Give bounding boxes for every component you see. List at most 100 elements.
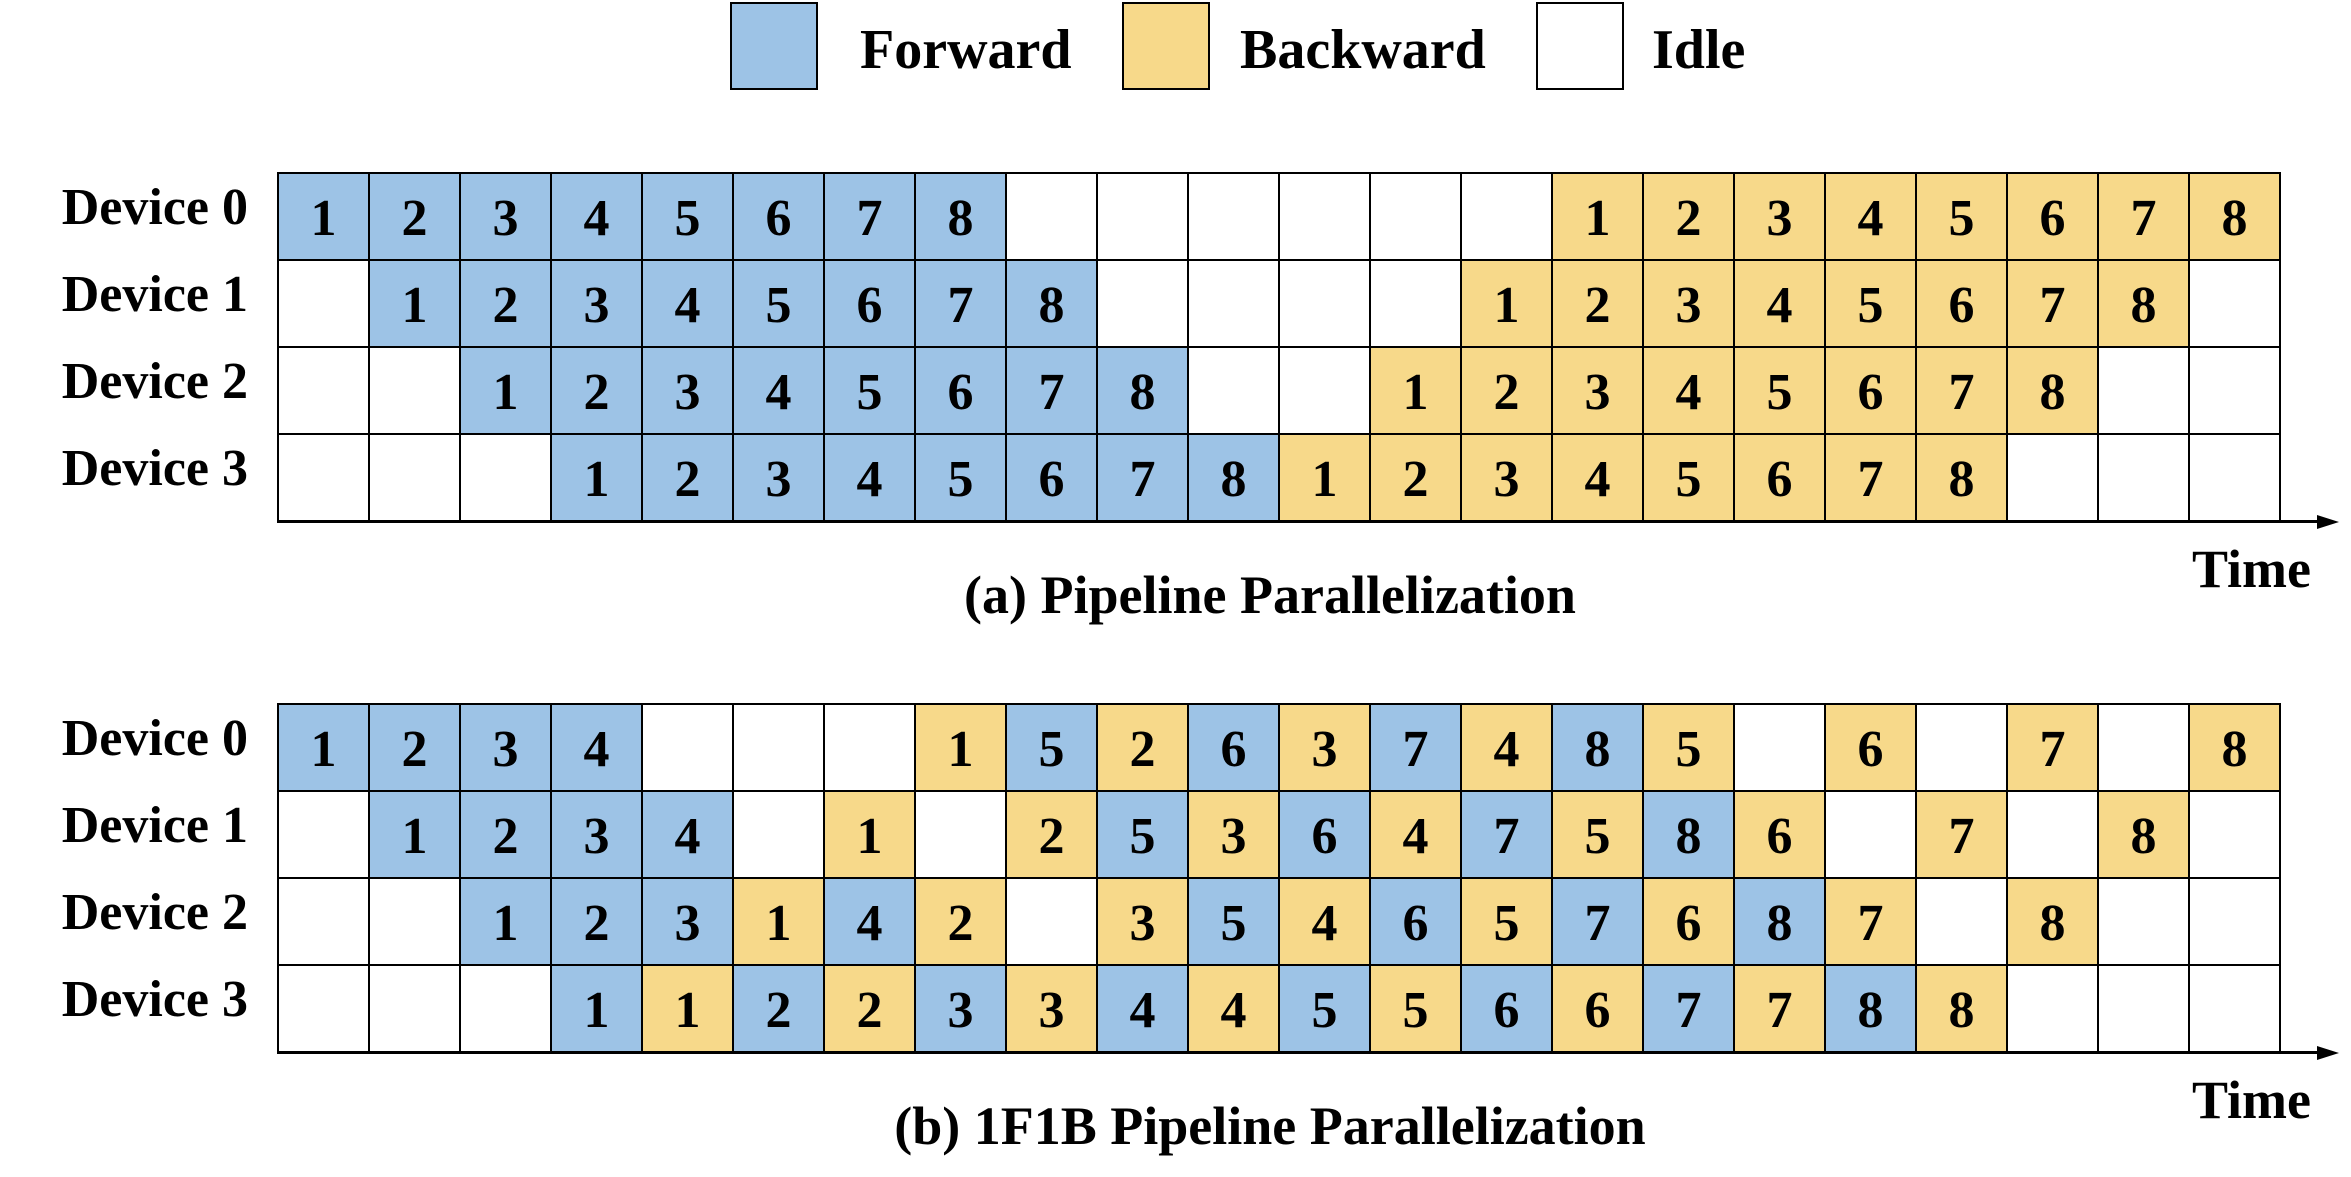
idle-cell [1005,877,1098,966]
forward-cell: 7 [823,172,916,261]
backward-cell: 7 [1824,877,1917,966]
backward-cell: 4 [1824,172,1917,261]
forward-cell: 3 [732,433,825,522]
legend-idle-label: Idle [1652,19,1746,81]
backward-cell: 7 [1915,790,2008,879]
legend-forward-swatch [730,2,818,90]
forward-cell: 4 [823,877,916,966]
idle-cell [1824,790,1917,879]
backward-cell: 2 [1642,172,1735,261]
forward-cell: 4 [1096,964,1189,1053]
forward-cell: 3 [641,346,734,435]
idle-cell [2188,259,2281,348]
forward-cell: 2 [368,172,461,261]
backward-cell: 5 [1915,172,2008,261]
backward-cell: 7 [1733,964,1826,1053]
backward-cell: 1 [1551,172,1644,261]
idle-cell [2006,964,2099,1053]
idle-cell [1096,259,1189,348]
legend-backward-label: Backward [1240,19,1486,81]
forward-cell: 5 [732,259,825,348]
idle-cell [1187,346,1280,435]
idle-cell [1278,346,1371,435]
backward-cell: 5 [1460,877,1553,966]
idle-cell [2188,433,2281,522]
forward-cell: 2 [732,964,825,1053]
idle-cell [641,703,734,792]
backward-cell: 6 [1551,964,1644,1053]
forward-cell: 5 [1278,964,1371,1053]
backward-cell: 8 [2188,703,2281,792]
idle-cell [277,346,370,435]
forward-cell: 8 [914,172,1007,261]
idle-cell [277,790,370,879]
forward-cell: 6 [1460,964,1553,1053]
backward-cell: 1 [1369,346,1462,435]
backward-cell: 2 [1005,790,1098,879]
forward-cell: 8 [1824,964,1917,1053]
forward-cell: 5 [914,433,1007,522]
forward-cell: 6 [1005,433,1098,522]
idle-cell [823,703,916,792]
backward-cell: 7 [2097,172,2190,261]
forward-cell: 6 [1369,877,1462,966]
idle-cell [277,964,370,1053]
forward-cell: 5 [1005,703,1098,792]
forward-cell: 7 [1551,877,1644,966]
backward-cell: 7 [2006,703,2099,792]
forward-cell: 4 [823,433,916,522]
forward-cell: 2 [550,346,643,435]
backward-cell: 8 [2188,172,2281,261]
forward-cell: 7 [914,259,1007,348]
panel-title: (a) Pipeline Parallelization [964,565,1576,625]
forward-cell: 5 [823,346,916,435]
idle-cell [277,433,370,522]
forward-cell: 6 [1187,703,1280,792]
panel-title: (b) 1F1B Pipeline Parallelization [894,1096,1646,1156]
forward-cell: 2 [368,703,461,792]
idle-cell [368,433,461,522]
idle-cell [2006,790,2099,879]
idle-cell [2188,346,2281,435]
forward-cell: 7 [1096,433,1189,522]
backward-cell: 5 [1642,703,1735,792]
forward-cell: 3 [550,259,643,348]
device-label: Device 1 [61,266,248,323]
backward-cell: 2 [1369,433,1462,522]
backward-cell: 8 [2006,346,2099,435]
forward-cell: 4 [732,346,825,435]
backward-cell: 5 [1551,790,1644,879]
device-label: Device 1 [61,797,248,854]
idle-cell [2097,433,2190,522]
backward-cell: 8 [1915,433,2008,522]
forward-cell: 4 [550,172,643,261]
forward-cell: 5 [1187,877,1280,966]
backward-cell: 1 [823,790,916,879]
idle-cell [2006,433,2099,522]
forward-cell: 3 [914,964,1007,1053]
idle-cell [2188,964,2281,1053]
idle-cell [2188,790,2281,879]
idle-cell [1369,172,1462,261]
backward-cell: 3 [1278,703,1371,792]
legend-forward-label: Forward [860,19,1072,81]
backward-cell: 1 [641,964,734,1053]
backward-cell: 8 [2097,259,2190,348]
forward-cell: 6 [732,172,825,261]
idle-cell [277,259,370,348]
forward-cell: 7 [1369,703,1462,792]
forward-cell: 8 [1733,877,1826,966]
time-axis [277,520,2324,523]
forward-cell: 1 [550,964,643,1053]
forward-cell: 2 [641,433,734,522]
forward-cell: 6 [1278,790,1371,879]
forward-cell: 3 [459,703,552,792]
backward-cell: 6 [2006,172,2099,261]
backward-cell: 2 [823,964,916,1053]
forward-cell: 4 [550,703,643,792]
legend-backward-swatch [1122,2,1210,90]
idle-cell [368,346,461,435]
device-label: Device 0 [61,710,248,767]
forward-cell: 8 [1551,703,1644,792]
